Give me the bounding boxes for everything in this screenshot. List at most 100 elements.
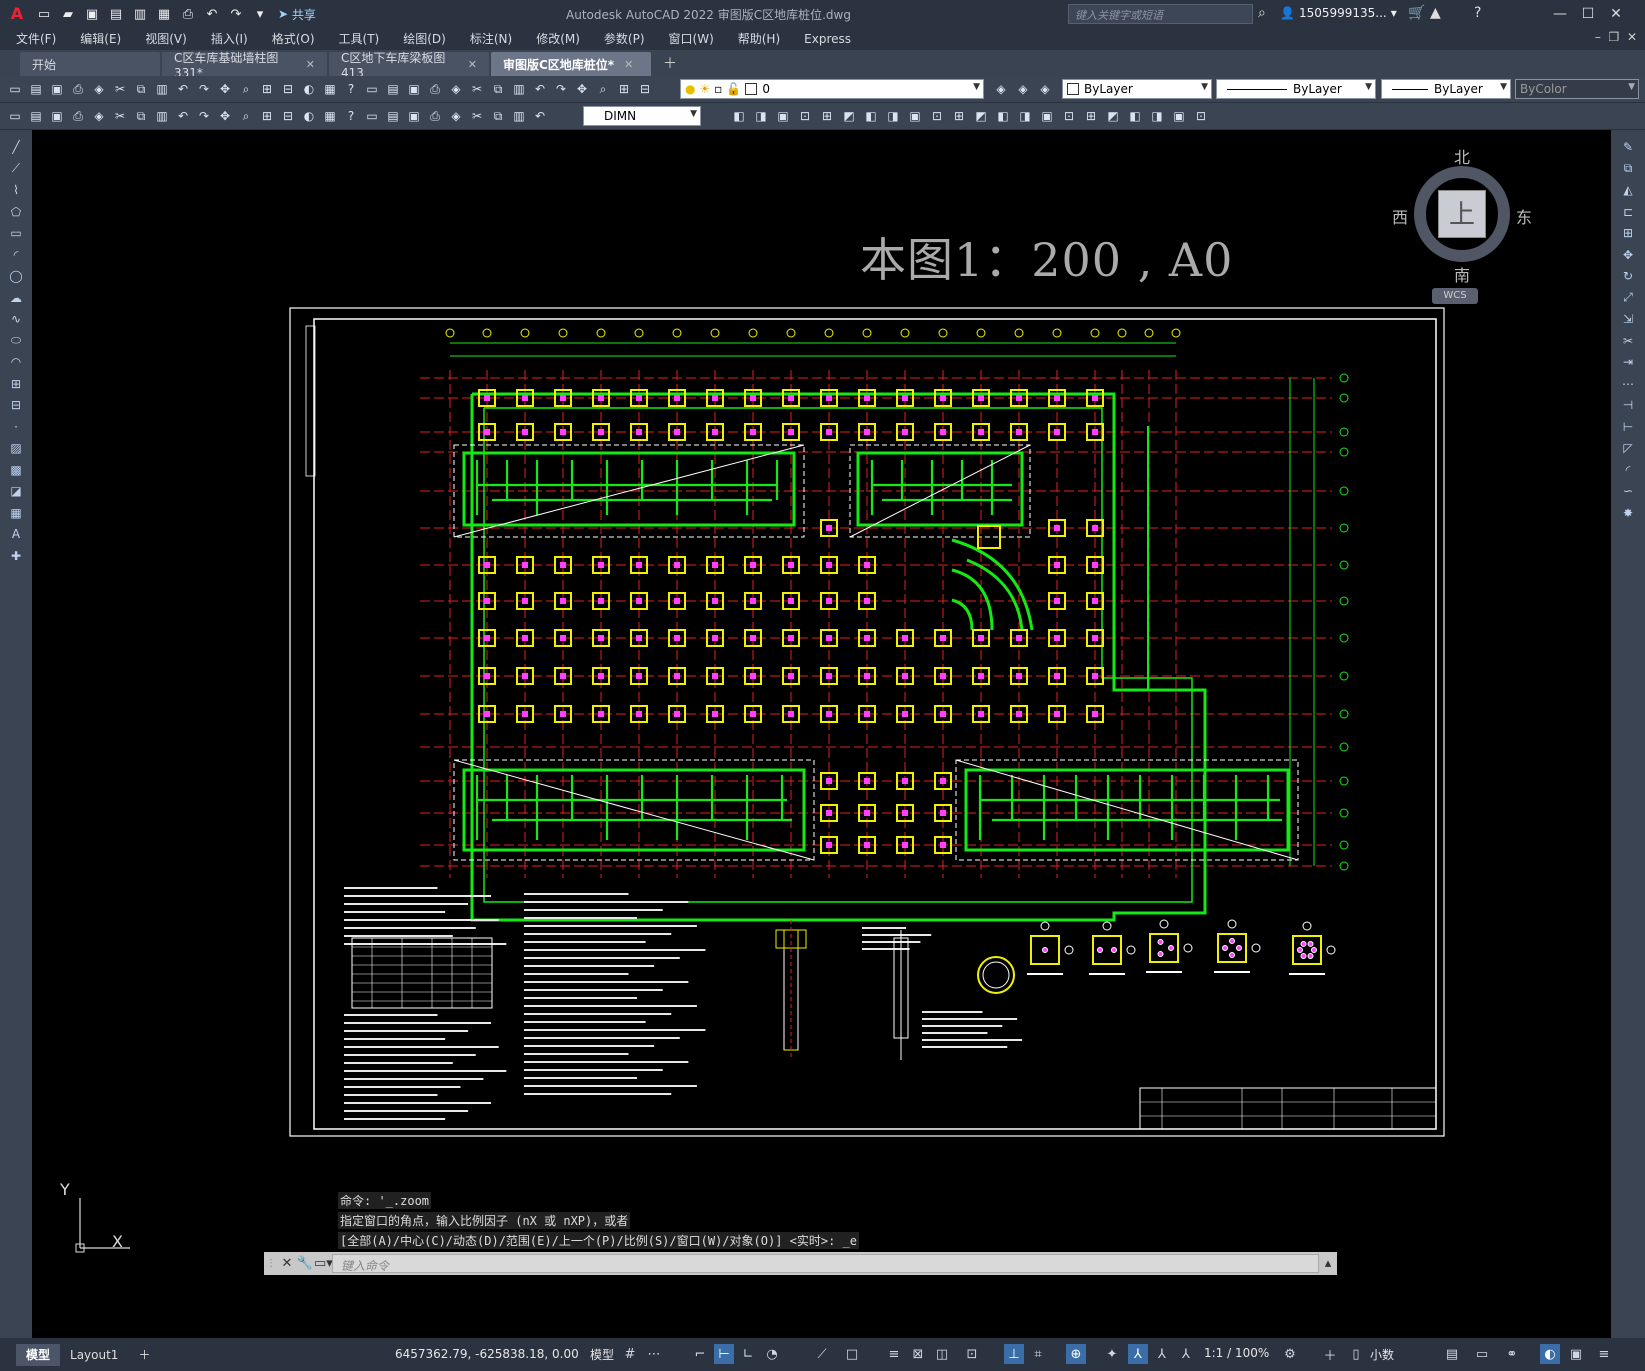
autodesk-a360-icon[interactable]: ▲ <box>1430 5 1441 21</box>
scale-icon[interactable]: ⤢ <box>1623 290 1633 304</box>
center-mark-icon[interactable]: ◐ <box>303 109 315 123</box>
doc-window-controls[interactable]: – ❐ ✕ <box>1594 30 1637 44</box>
explode-icon[interactable]: ✸ <box>1622 505 1634 520</box>
isolate-objects-icon[interactable]: ⚭ <box>1506 1346 1518 1362</box>
gradient-icon[interactable]: ▩ <box>10 462 22 477</box>
close-icon[interactable]: ✕ <box>305 57 315 71</box>
tab-model[interactable]: 模型 <box>16 1343 61 1366</box>
new-tab-button[interactable]: ＋ <box>663 56 677 72</box>
tab-layout1[interactable]: Layout1 <box>70 1347 119 1362</box>
layer-previous-icon[interactable]: ◈ <box>1018 82 1028 96</box>
modify-tool-icon[interactable]: ▣ <box>1041 109 1053 123</box>
dim-diameter-icon[interactable]: ⧉ <box>136 108 146 123</box>
compass-east[interactable]: 东 <box>1516 208 1533 227</box>
redo-icon[interactable]: ↷ <box>230 6 242 22</box>
menu-modify[interactable]: 修改(M) <box>536 32 580 46</box>
tab-pile-layout[interactable]: 审图版C区地库桩位*✕ <box>491 52 651 76</box>
graphics-performance-icon[interactable]: ◐ <box>1540 1344 1560 1364</box>
menu-dimension[interactable]: 标注(N) <box>469 32 513 46</box>
construction-line-icon[interactable]: ⟋ <box>11 161 21 175</box>
object-snap-icon[interactable]: ≡ <box>888 1346 900 1362</box>
mtext-icon[interactable]: A <box>11 527 21 541</box>
insert-block-icon[interactable]: ⊞ <box>10 376 22 391</box>
break-point-icon[interactable]: ⋯ <box>1622 376 1634 391</box>
dim-radius-icon[interactable]: ◈ <box>94 109 104 123</box>
extend-icon[interactable]: ⇥ <box>1622 355 1634 369</box>
grid-icon[interactable]: # <box>624 1346 636 1362</box>
menu-view[interactable]: 视图(V) <box>145 32 187 46</box>
markup-icon[interactable]: ⎙ <box>430 81 440 96</box>
gizmo-icon[interactable]: ✦ <box>1106 1346 1118 1362</box>
modify-tool-icon[interactable]: ◨ <box>755 109 767 123</box>
customize-icon[interactable]: 🔧 <box>296 1256 314 1271</box>
stretch-icon[interactable]: ⇲ <box>1622 312 1634 326</box>
linetype-dropdown[interactable]: ByLayer ▼ <box>1216 79 1376 99</box>
region-icon[interactable]: ◪ <box>10 484 22 498</box>
dim-update-icon[interactable]: ▣ <box>408 109 420 123</box>
dim-space-icon[interactable]: ⌕ <box>242 108 250 123</box>
wcs-menu[interactable]: WCS <box>1432 288 1478 304</box>
modify-tool-icon[interactable]: ⊡ <box>931 109 943 123</box>
tab-foundation-walls[interactable]: C区车库基础墙柱图331*✕ <box>162 51 327 80</box>
menu-insert[interactable]: 插入(I) <box>210 32 248 46</box>
modify-tool-icon[interactable]: ◨ <box>1019 109 1031 123</box>
modify-tool-icon[interactable]: ▣ <box>1173 109 1185 123</box>
dim-radius-icon[interactable]: ▥ <box>513 109 525 123</box>
dim-continue-icon[interactable]: ✥ <box>219 109 231 123</box>
search-input[interactable]: 键入关键字或短语 <box>1068 4 1253 24</box>
menu-draw[interactable]: 绘图(D) <box>403 32 446 46</box>
cart-icon[interactable]: 🛒 <box>1408 5 1426 21</box>
object-snap-tracking-icon[interactable]: □ <box>845 1346 859 1362</box>
modify-tool-icon[interactable]: ▣ <box>909 109 921 123</box>
modify-tool-icon[interactable]: ◧ <box>733 109 745 123</box>
break-icon[interactable]: ⊣ <box>1622 398 1634 412</box>
sheetset-icon[interactable]: ▣ <box>408 82 420 96</box>
layer-properties-icon[interactable]: ⧉ <box>493 81 503 96</box>
designcenter-icon[interactable]: ▭ <box>366 82 378 96</box>
ellipse-icon[interactable]: ⬭ <box>10 333 22 347</box>
polygon-icon[interactable]: ⬠ <box>10 204 22 219</box>
move-icon[interactable]: ✥ <box>1622 247 1634 262</box>
undo-icon[interactable]: ✥ <box>219 82 231 96</box>
dim-jogged-icon[interactable]: ↶ <box>534 109 546 123</box>
lineweight-dropdown[interactable]: ByLayer ▼ <box>1381 79 1511 99</box>
dynamic-ucs-icon[interactable]: ⌗ <box>1034 1346 1042 1362</box>
menu-help[interactable]: 帮助(H) <box>737 32 781 46</box>
modify-tool-icon[interactable]: ◨ <box>887 109 899 123</box>
annotation-visibility-icon[interactable]: ⅄ <box>1128 1344 1148 1364</box>
infer-constraints-icon[interactable]: ⌐ <box>694 1346 706 1362</box>
layer-state-icon[interactable]: ◈ <box>996 82 1006 96</box>
dim-jogged-icon[interactable]: ✂ <box>114 109 126 123</box>
dim-linear-icon[interactable]: ▭ <box>9 109 21 123</box>
annotation-scale-icon[interactable]: ⅄ <box>1182 1346 1190 1362</box>
modify-tool-icon[interactable]: ◧ <box>997 109 1009 123</box>
modify-tool-icon[interactable]: ⊡ <box>1063 109 1075 123</box>
dim-edit-icon[interactable]: ▭ <box>366 109 378 123</box>
qnew-icon[interactable]: ▭ <box>9 82 21 96</box>
make-block-icon[interactable]: ⊟ <box>10 398 22 412</box>
modify-tool-icon[interactable]: ◩ <box>843 109 855 123</box>
selection-cycling-icon[interactable]: ⊡ <box>966 1346 978 1362</box>
compass-south[interactable]: 南 <box>1454 266 1471 285</box>
dim-aligned-icon[interactable]: ▤ <box>30 109 42 123</box>
rectangle-icon[interactable]: ▭ <box>10 226 22 240</box>
quickcalc-icon[interactable]: ◈ <box>451 82 461 96</box>
jogged-linear-icon[interactable]: ? <box>347 109 355 123</box>
dim-break-icon[interactable]: ⊞ <box>261 109 273 123</box>
arc-icon[interactable]: ◜ <box>13 247 19 262</box>
preview-icon[interactable]: ⌕ <box>599 81 607 96</box>
dim-linear-icon[interactable]: ⎙ <box>430 108 440 123</box>
dim-ordinate-icon[interactable]: ⧉ <box>493 108 503 123</box>
command-input[interactable]: 键入命令 <box>332 1254 1319 1273</box>
units-icon[interactable]: ▯ <box>1352 1346 1360 1362</box>
modify-tool-icon[interactable]: ◩ <box>1107 109 1119 123</box>
cut-icon[interactable]: ⊟ <box>639 82 651 96</box>
compass-north[interactable]: 北 <box>1454 148 1471 167</box>
lock-ui-icon[interactable]: ▭ <box>1475 1346 1489 1362</box>
array-icon[interactable]: ⊞ <box>1622 226 1634 240</box>
menu-edit[interactable]: 编辑(E) <box>80 32 122 46</box>
join-icon[interactable]: ⊢ <box>1622 419 1634 434</box>
minimize-button[interactable]: — <box>1553 6 1567 22</box>
dim-arc-icon[interactable]: ▣ <box>51 109 63 123</box>
modify-tool-icon[interactable]: ⊡ <box>799 109 811 123</box>
